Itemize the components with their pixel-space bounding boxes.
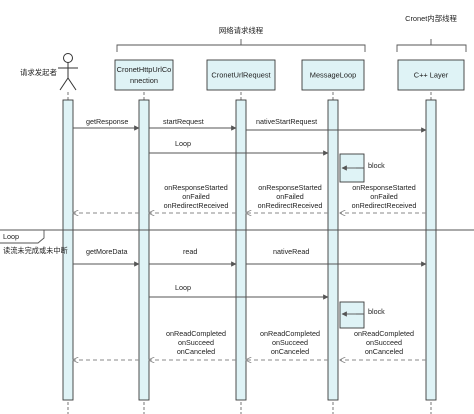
message-get-response: getResponse bbox=[73, 117, 140, 131]
callbacks-1-req-line1: onResponseStarted bbox=[258, 183, 322, 192]
activation-bars bbox=[62, 99, 437, 401]
callbacks-2-req-line2: onSucceed bbox=[272, 338, 308, 347]
callbacks-2-loop-line1: onReadCompleted bbox=[354, 329, 414, 338]
callbacks-1-group: onResponseStarted onFailed onRedirectRec… bbox=[73, 183, 426, 213]
message-start-request: startRequest bbox=[149, 117, 237, 131]
callbacks-1-loop-line1: onResponseStarted bbox=[352, 183, 416, 192]
callbacks-1-conn-line3: onRedirectReceived bbox=[164, 201, 229, 210]
participant-req-label: CronetUrlRequest bbox=[211, 71, 270, 80]
callbacks-2-conn-line1: onReadCompleted bbox=[166, 329, 226, 338]
actor-figure bbox=[58, 53, 78, 91]
message-block-1-label: block bbox=[368, 161, 385, 170]
callbacks-2-loop-line2: onSucceed bbox=[366, 338, 402, 347]
participant-loop: MessageLoop bbox=[301, 59, 365, 91]
loop-fragment: Loop 读流未完成或未中断 bbox=[0, 229, 474, 255]
group-label-cronet: Cronet内部线程 bbox=[405, 14, 457, 23]
group-label-network: 网络请求线程 bbox=[219, 26, 264, 35]
loop-fragment-tag: Loop bbox=[3, 232, 19, 241]
message-native-read-label: nativeRead bbox=[273, 247, 309, 256]
callbacks-1-conn-line2: onFailed bbox=[182, 192, 210, 201]
participant-cpp-label: C++ Layer bbox=[414, 71, 449, 80]
participant-req: CronetUrlRequest bbox=[206, 59, 276, 91]
participant-cpp: C++ Layer bbox=[397, 59, 465, 91]
group-brace-network: 网络请求线程 bbox=[116, 26, 366, 52]
activation-req bbox=[235, 99, 247, 401]
callbacks-1-loop-line3: onRedirectReceived bbox=[352, 201, 417, 210]
message-loop-2: Loop bbox=[149, 283, 329, 300]
activation-conn bbox=[138, 99, 150, 401]
group-brace-cronet: Cronet内部线程 bbox=[396, 14, 467, 52]
callbacks-2-req-line1: onReadCompleted bbox=[260, 329, 320, 338]
callbacks-2-loop-line3: onCanceled bbox=[365, 347, 403, 356]
message-get-more-data: getMoreData bbox=[73, 247, 140, 267]
message-block-2: block bbox=[341, 306, 385, 317]
activation-loop bbox=[327, 99, 339, 401]
message-loop-2-label: Loop bbox=[175, 283, 191, 292]
message-read-label: read bbox=[183, 247, 197, 256]
callbacks-1-loop-line2: onFailed bbox=[370, 192, 398, 201]
actor-label: 请求发起者 bbox=[20, 68, 57, 77]
callbacks-2-conn-line3: onCanceled bbox=[177, 347, 215, 356]
message-block-1: block bbox=[341, 160, 385, 171]
message-get-response-label: getResponse bbox=[86, 117, 128, 126]
message-block-2-label: block bbox=[368, 307, 385, 316]
participant-conn-line2: nnection bbox=[130, 76, 158, 85]
participant-conn-line1: CronetHttpUrlCo bbox=[117, 65, 172, 74]
loop-fragment-condition: 读流未完成或未中断 bbox=[3, 246, 68, 255]
callbacks-2-group: onReadCompleted onSucceed onCanceled onR… bbox=[73, 329, 426, 360]
activation-cpp bbox=[425, 99, 437, 401]
activation-loop-self-2 bbox=[339, 301, 365, 329]
message-get-more-data-label: getMoreData bbox=[86, 247, 128, 256]
callbacks-2-conn-line2: onSucceed bbox=[178, 338, 214, 347]
message-start-request-label: startRequest bbox=[163, 117, 204, 126]
message-native-start-request: nativeStartRequest bbox=[246, 117, 427, 133]
message-read: read bbox=[149, 247, 237, 267]
callbacks-1-req-line3: onRedirectReceived bbox=[258, 201, 323, 210]
callbacks-2-req-line3: onCanceled bbox=[271, 347, 309, 356]
callbacks-1-conn-line1: onResponseStarted bbox=[164, 183, 228, 192]
activation-actor bbox=[62, 99, 74, 401]
message-native-read: nativeRead bbox=[246, 247, 427, 267]
participant-conn: CronetHttpUrlCo nnection bbox=[114, 59, 174, 91]
participant-loop-label: MessageLoop bbox=[310, 71, 356, 80]
message-loop-1-label: Loop bbox=[175, 139, 191, 148]
message-loop-1: Loop bbox=[149, 139, 329, 156]
message-native-start-request-label: nativeStartRequest bbox=[256, 117, 317, 126]
callbacks-1-req-line2: onFailed bbox=[276, 192, 304, 201]
